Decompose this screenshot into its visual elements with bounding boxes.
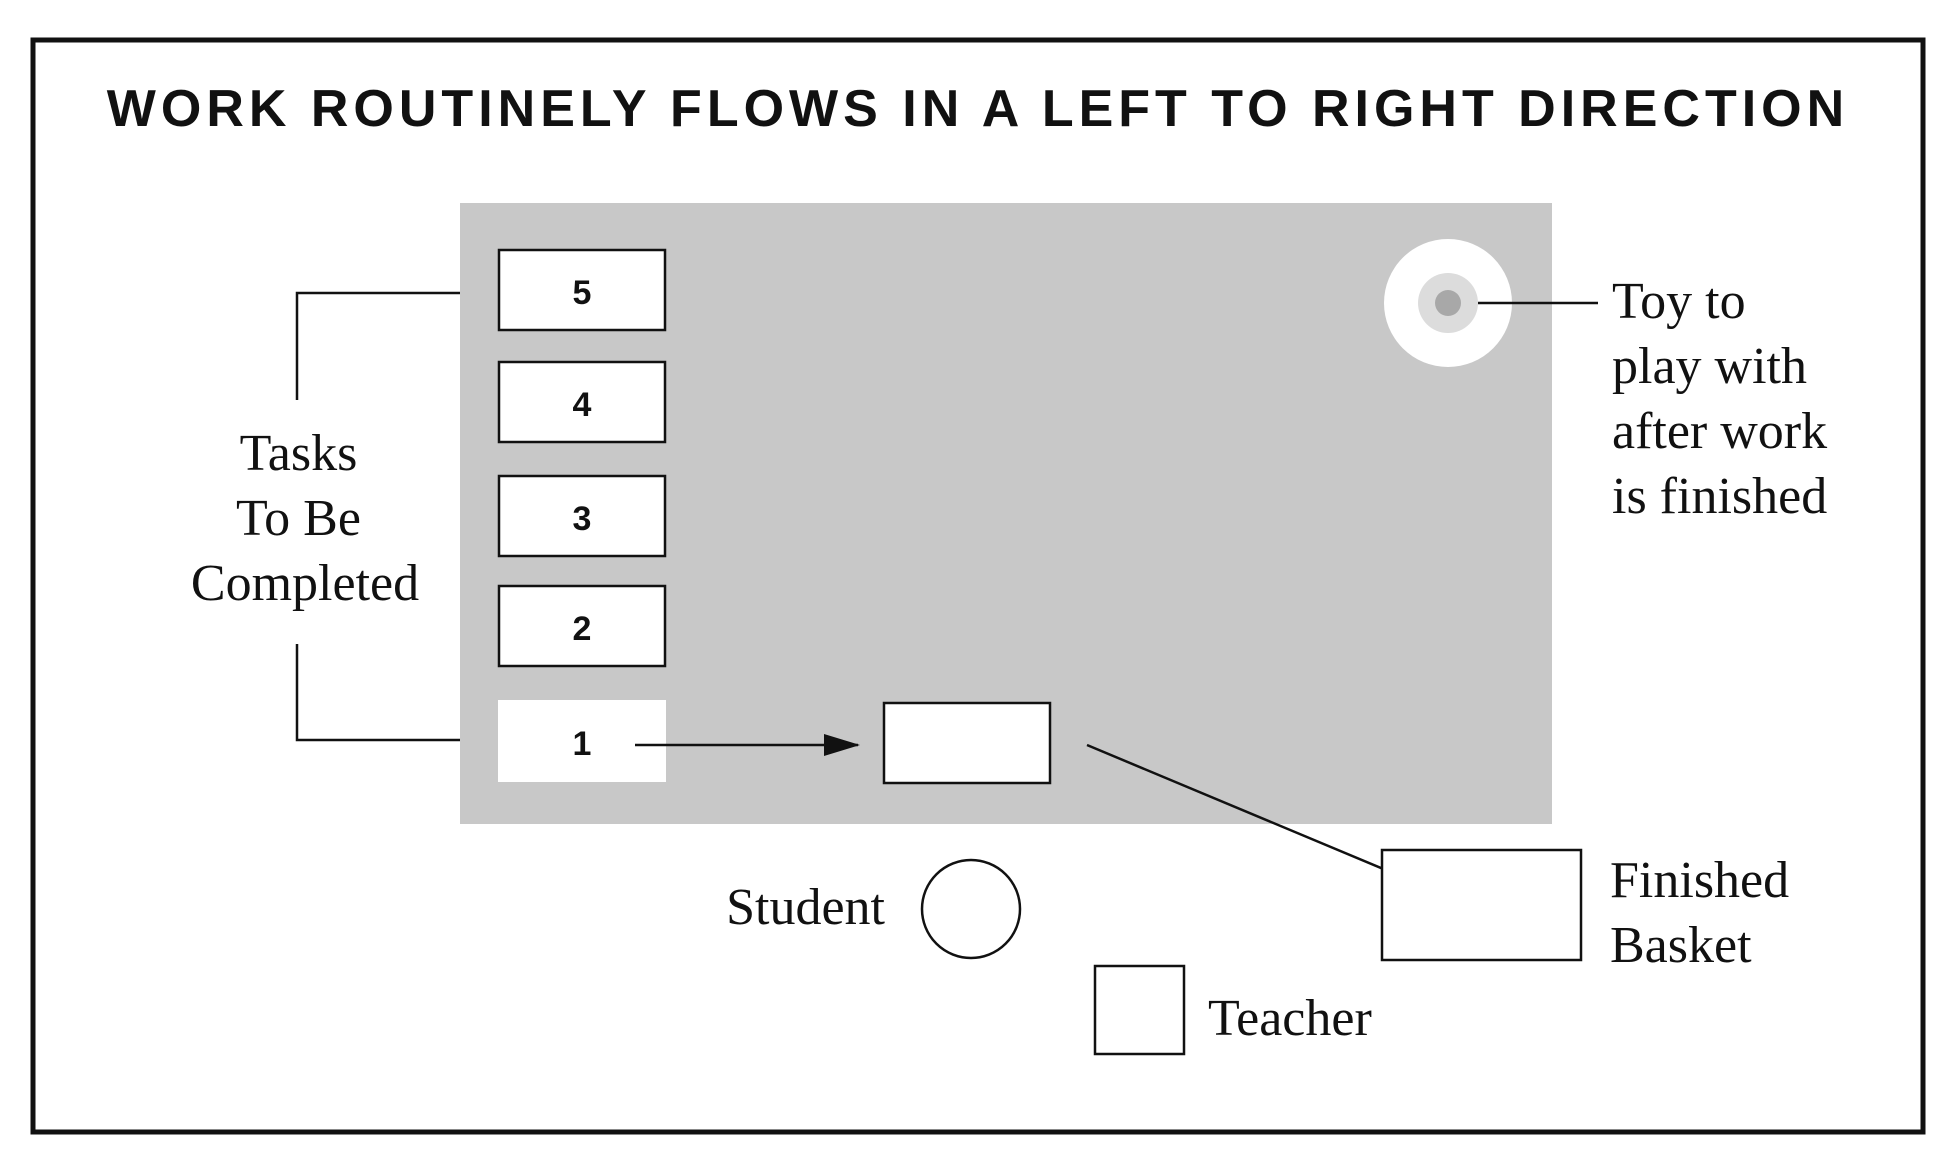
task-number-3: 3 <box>573 500 592 538</box>
finished-basket-box <box>1380 848 1583 962</box>
task-box-5: 5 <box>497 248 667 332</box>
task-number-5: 5 <box>573 274 592 312</box>
toy-label-line-3: after work <box>1612 403 1827 460</box>
diagram-title: WORK ROUTINELY FLOWS IN A LEFT TO RIGHT … <box>107 80 1849 138</box>
toy-label-line-2: play with <box>1612 338 1807 395</box>
toy-icon <box>1384 239 1512 367</box>
work-in-progress-box <box>882 701 1052 785</box>
toy-label-line-4: is finished <box>1612 468 1827 525</box>
finished-basket-label: Finished Basket <box>1610 852 1802 974</box>
toy-label: Toy to play with after work is finished <box>1612 273 1840 525</box>
toy-label-line-1: Toy to <box>1612 273 1746 330</box>
tasks-label-line-3: Completed <box>191 555 419 612</box>
task-box-2: 2 <box>497 584 667 668</box>
tasks-label: Tasks To Be Completed <box>191 425 419 612</box>
student-label: Student <box>726 879 885 936</box>
task-box-4: 4 <box>497 360 667 444</box>
finished-basket-label-line-1: Finished <box>1610 852 1789 909</box>
tasks-bracket-bottom <box>295 644 460 742</box>
teacher-label: Teacher <box>1208 990 1372 1047</box>
tasks-bracket-top <box>295 291 460 400</box>
task-number-4: 4 <box>573 386 592 424</box>
tasks-label-line-2: To Be <box>236 490 361 547</box>
task-box-3: 3 <box>497 474 667 558</box>
tasks-label-line-1: Tasks <box>240 425 358 482</box>
teacher-icon <box>1093 964 1186 1056</box>
student-icon <box>920 858 1022 960</box>
finished-basket-label-line-2: Basket <box>1610 917 1752 974</box>
task-number-2: 2 <box>573 610 592 648</box>
task-box-1: 1 <box>498 700 666 782</box>
task-number-1: 1 <box>573 725 592 763</box>
